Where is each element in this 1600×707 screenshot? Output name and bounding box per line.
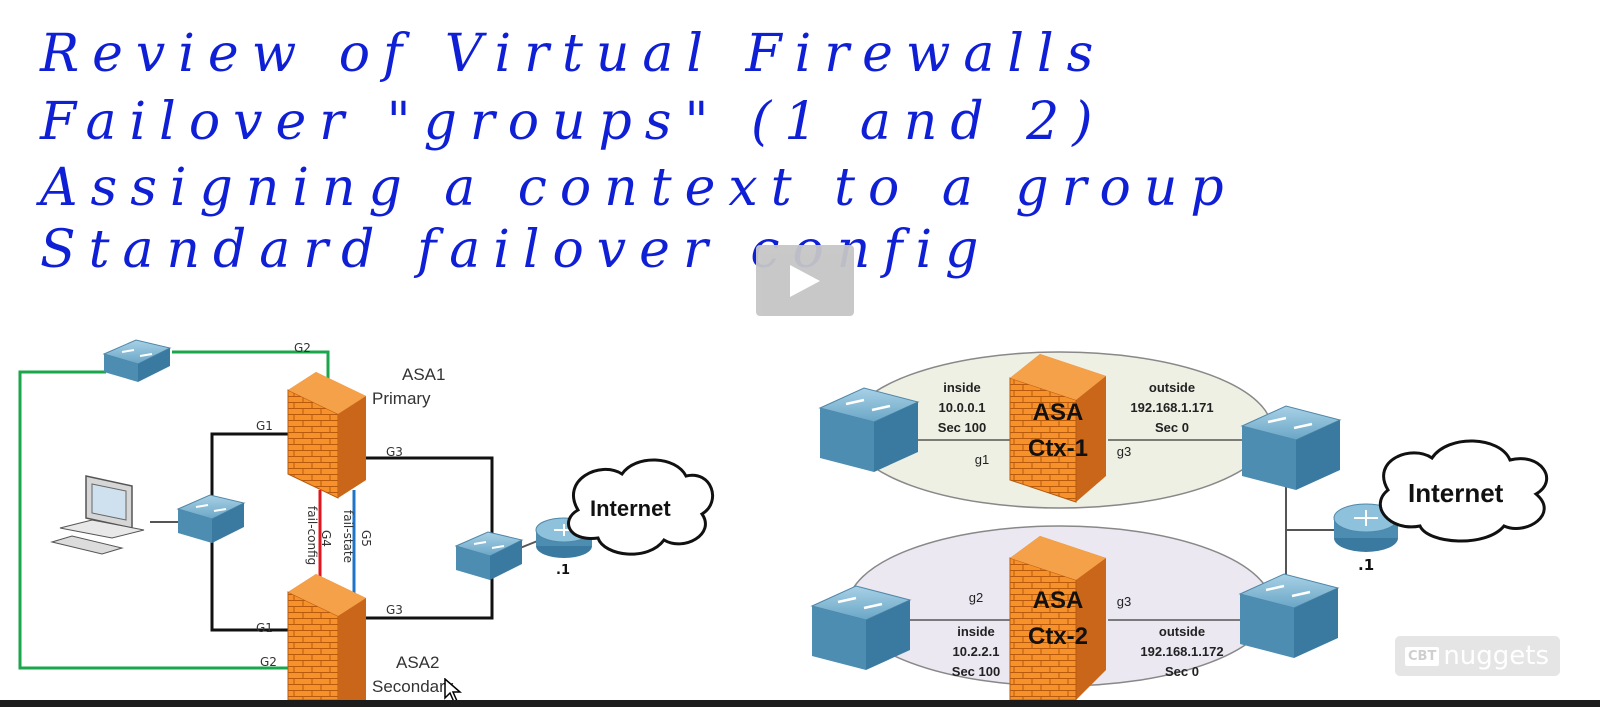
ctx2-outside-ip: 192.168.1.172 xyxy=(1140,644,1223,659)
ctx2-inside-sec: Sec 100 xyxy=(952,664,1000,679)
internet-label-left: Internet xyxy=(590,496,671,521)
ctx2-outside-sec: Sec 0 xyxy=(1165,664,1199,679)
play-icon xyxy=(790,265,820,297)
router-right-icon xyxy=(1333,503,1399,552)
port-g4-label: G4 xyxy=(319,530,333,547)
router-ip-left: .1 xyxy=(556,563,570,578)
ctx1-inside-ip: 10.0.0.1 xyxy=(939,400,986,415)
port-g5-label: G5 xyxy=(359,530,373,547)
green-link-loop xyxy=(18,370,290,670)
cbt-nuggets-watermark: CBT nuggets xyxy=(1395,636,1560,676)
internet-cloud-left-icon xyxy=(567,458,714,556)
play-button[interactable] xyxy=(756,245,854,316)
switch-ctx2-outside-icon xyxy=(1238,573,1340,658)
ctx2-inside-name: inside xyxy=(957,624,995,639)
watermark-badge: CBT xyxy=(1405,646,1440,666)
network-diagrams: ASA1 Primary ASA2 Secondary G2 G1 G3 G1 … xyxy=(18,339,1549,700)
switch-right-icon xyxy=(454,531,524,580)
watermark-text: nuggets xyxy=(1443,641,1550,671)
green-link-top xyxy=(172,350,330,385)
port-g1-asa1: G1 xyxy=(256,419,273,433)
right-topology: Internet .1 ASA Ctx-1 inside 10.0.0.1 Se… xyxy=(810,351,1549,700)
port-g2-top: G2 xyxy=(294,341,311,355)
ctx1-port-in: g1 xyxy=(975,452,989,467)
switch-ctx2-inside-icon xyxy=(810,585,912,670)
router-ip-right: .1 xyxy=(1358,556,1374,574)
ctx2-label-line2: Ctx-2 xyxy=(1028,623,1088,650)
ctx2-inside-ip: 10.2.2.1 xyxy=(953,644,1000,659)
ctx2-outside-name: outside xyxy=(1159,624,1205,639)
note-line-3: Assigning a context to a group xyxy=(40,158,1237,218)
player-bottom-bar xyxy=(0,700,1600,707)
workstation-icon xyxy=(50,475,145,555)
ctx2-label-line1: ASA xyxy=(1033,587,1084,614)
switch-top-icon xyxy=(102,339,172,382)
switch-ctx1-inside-icon xyxy=(818,387,920,472)
left-topology: ASA1 Primary ASA2 Secondary G2 G1 G3 G1 … xyxy=(18,339,714,700)
ctx2-firewall-icon xyxy=(1009,536,1106,700)
asa1-firewall-icon xyxy=(287,372,366,499)
fail-state-label: fail-state xyxy=(341,510,355,563)
asa2-firewall-icon xyxy=(287,574,366,700)
port-g3-asa2: G3 xyxy=(386,603,403,617)
ctx1-inside-name: inside xyxy=(943,380,981,395)
internet-label-right: Internet xyxy=(1408,478,1504,508)
fail-config-label: fail-config xyxy=(305,506,319,565)
ctx1-label-line1: ASA xyxy=(1033,399,1084,426)
note-line-2: Failover "groups" (1 and 2) xyxy=(40,92,1106,152)
outside-links xyxy=(360,456,494,620)
asa1-name: ASA1 xyxy=(402,365,445,384)
ctx1-outside-sec: Sec 0 xyxy=(1155,420,1189,435)
port-g3-asa1: G3 xyxy=(386,445,403,459)
ctx1-firewall-icon xyxy=(1009,354,1106,503)
ctx2-port-out: g3 xyxy=(1117,594,1131,609)
port-g2-bottom: G2 xyxy=(260,655,277,669)
ctx2-port-in: g2 xyxy=(969,590,983,605)
ctx1-label-line2: Ctx-1 xyxy=(1028,435,1088,462)
asa2-role: Secondary xyxy=(372,677,454,696)
ctx1-inside-sec: Sec 100 xyxy=(938,420,986,435)
ctx1-outside-name: outside xyxy=(1149,380,1195,395)
switch-left-icon xyxy=(176,494,246,543)
internet-cloud-right-icon xyxy=(1378,439,1549,543)
switch-ctx1-outside-icon xyxy=(1240,405,1342,490)
note-line-1: Review of Virtual Firewalls xyxy=(40,24,1107,84)
asa1-role: Primary xyxy=(372,389,431,408)
ctx1-outside-ip: 192.168.1.171 xyxy=(1130,400,1213,415)
ctx1-port-out: g3 xyxy=(1117,444,1131,459)
port-g1-asa2: G1 xyxy=(256,621,273,635)
asa2-name: ASA2 xyxy=(396,653,439,672)
